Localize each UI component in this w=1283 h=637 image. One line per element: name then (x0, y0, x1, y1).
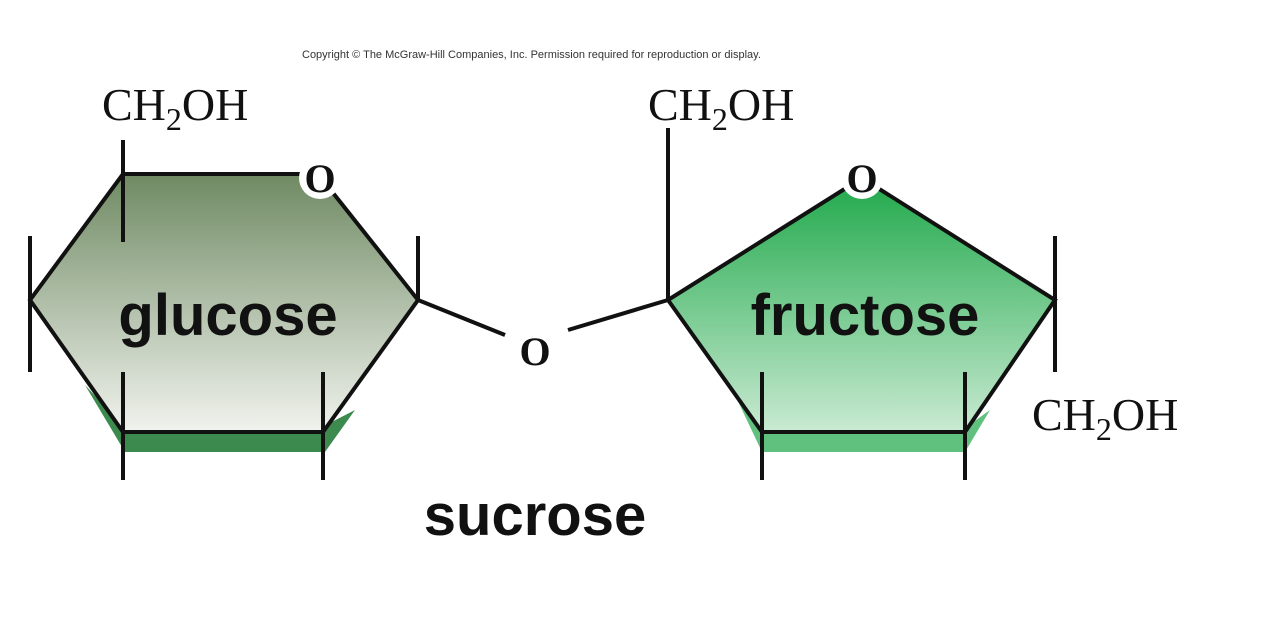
fructose-ch2oh-top-main: CH (648, 79, 712, 130)
fructose-ring-body (665, 175, 1058, 434)
diagram-title: sucrose (424, 483, 646, 548)
glucose-ch2oh-top-main: CH (102, 79, 166, 130)
fructose-ring-shadow (735, 395, 990, 452)
glucose-ch2oh-top-sub: 2 (166, 101, 182, 137)
glucose-ch2oh-top-tail: OH (182, 79, 248, 130)
glucose-label: glucose (118, 283, 337, 348)
fructose-ch2oh-right: CH2OH (1032, 389, 1178, 447)
fructose-ch2oh-top: CH2OH (648, 79, 794, 137)
fructose-ch2oh-right-sub: 2 (1096, 411, 1112, 447)
fructose-ch2oh-right-tail: OH (1112, 389, 1178, 440)
glucose-ring: O glucose CH2OH (27, 79, 421, 480)
glucose-ring-oxygen-bg (299, 157, 341, 199)
linkage-oxygen: O (519, 329, 550, 374)
fructose-ch2oh-top-tail: OH (728, 79, 794, 130)
fructose-label: fructose (751, 283, 980, 348)
fructose-ring: O fructose CH2OH CH2OH (648, 79, 1178, 480)
linkage-bond-right (567, 298, 669, 332)
linkage-bond-left (417, 298, 506, 337)
glucose-ring-oxygen: O (304, 156, 335, 201)
fructose-ch2oh-top-sub: 2 (712, 101, 728, 137)
fructose-ch2oh-right-main: CH (1032, 389, 1096, 440)
fructose-ring-oxygen: O (846, 156, 877, 201)
glycosidic-linkage: O (417, 298, 669, 374)
fructose-ring-oxygen-bg (841, 157, 883, 199)
copyright-notice: Copyright © The McGraw-Hill Companies, I… (302, 49, 761, 61)
glucose-ring-shadow (85, 385, 355, 452)
glucose-ch2oh-top: CH2OH (102, 79, 248, 137)
